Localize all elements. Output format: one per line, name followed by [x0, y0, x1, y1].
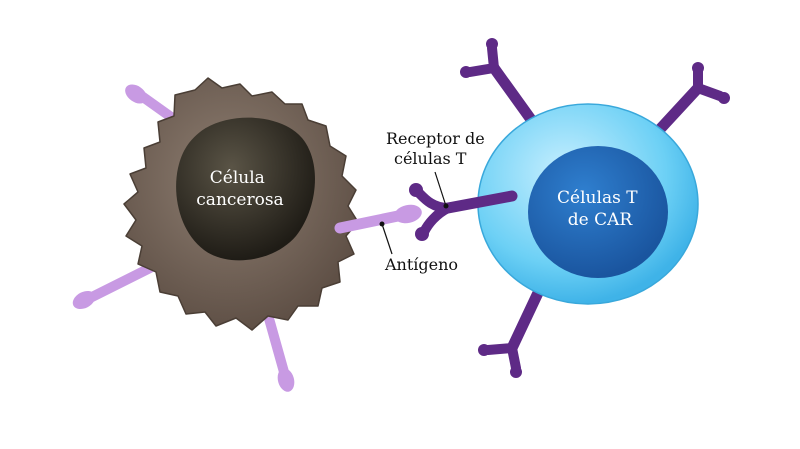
antigen-bottom-left [72, 263, 155, 310]
receptor-bottom [478, 272, 551, 378]
receptor-callout-line [434, 171, 447, 207]
antigen-callout-dot [379, 221, 385, 227]
receptor-top-right [644, 62, 730, 146]
antigen-callout-line [381, 223, 393, 255]
cancer-cell-label: Célula cancerosa [196, 168, 283, 210]
antigen-label: Antígeno [384, 255, 458, 274]
receptor-callout-dot [443, 203, 449, 209]
car-t-cell-label: Células T de CAR [557, 188, 643, 230]
antigen-stalks [72, 84, 295, 392]
antigen-right [334, 204, 422, 234]
cancer-cell-nucleus [176, 117, 315, 261]
receptor-top-left [460, 38, 546, 138]
car-t-cell-nucleus [528, 146, 668, 278]
antigen-bottom [263, 310, 295, 392]
receptor-label: Receptor de células T [386, 129, 490, 168]
